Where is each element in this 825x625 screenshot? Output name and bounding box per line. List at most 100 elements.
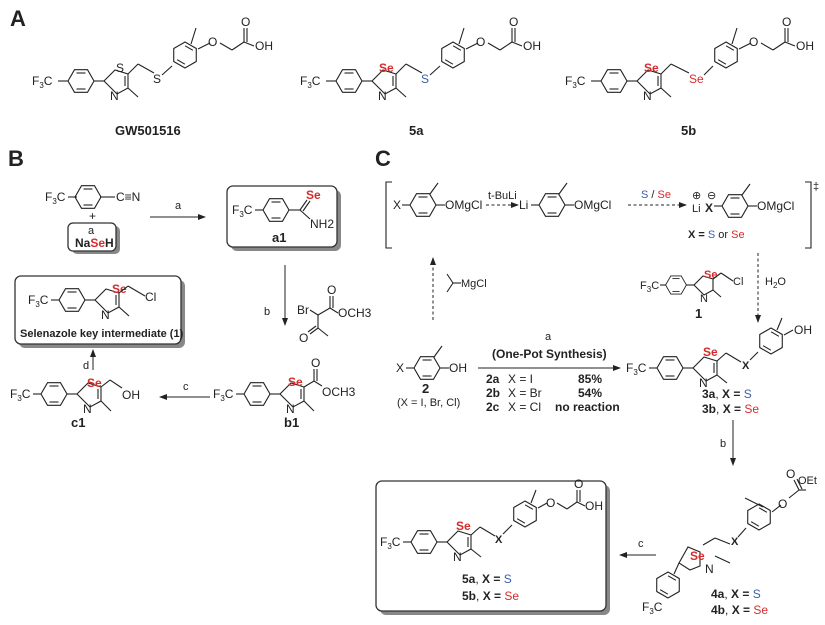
svg-text:b: b (720, 438, 726, 450)
compound-1: F3C Se N Cl 1 (640, 269, 743, 321)
label-4a: 4a, X = S (711, 587, 761, 601)
yield-row: 2b X = Br 54% (486, 386, 602, 400)
isopropyl-grignard: MgCl (446, 273, 487, 293)
svg-text:d: d (83, 360, 89, 372)
label-3b: 3b, X = Se (702, 402, 759, 416)
svg-text:a: a (88, 225, 95, 237)
svg-text:2a: 2a (486, 372, 500, 386)
linker-atom: S (421, 72, 429, 86)
svg-text:C≡N: C≡N (116, 190, 140, 204)
bromoacetoacetate-reagent: Br O OCH3 O (297, 283, 372, 345)
svg-text:54%: 54% (578, 386, 602, 400)
compound-c1: F3C Se N OH c1 (10, 376, 140, 430)
svg-text:MgCl: MgCl (461, 278, 487, 290)
compound-5b: F3C Se N Se O O OH 5b (565, 15, 814, 138)
svg-text:(X = I, Br, Cl): (X = I, Br, Cl) (397, 397, 460, 409)
svg-text:c1: c1 (71, 415, 85, 430)
svg-text:O: O (749, 35, 758, 49)
svg-text:⊖: ⊖ (707, 190, 716, 202)
right-bracket (805, 181, 812, 249)
svg-text:F3C: F3C (640, 280, 659, 294)
svg-text:Se: Se (644, 61, 659, 75)
svg-text:N: N (286, 402, 295, 416)
svg-text:X: X (396, 361, 404, 375)
svg-text:N: N (453, 550, 462, 564)
ring-n: N (110, 89, 119, 103)
svg-text:N: N (700, 293, 708, 305)
svg-text:F3C: F3C (232, 203, 253, 219)
compound-1-intermediate: F3C Se N Cl Selenazole key intermediate … (20, 282, 184, 340)
intermediate-title: Selenazole key intermediate (1) (20, 328, 184, 340)
nasch-reagent-box (67, 222, 117, 252)
svg-text:b: b (264, 306, 270, 318)
svg-text:OH: OH (122, 388, 140, 402)
svg-text:X: X (731, 536, 739, 548)
svg-text:O: O (574, 477, 583, 491)
svg-text:F3C: F3C (300, 74, 321, 90)
compound-a1: F3C Se NH2 a1 (232, 188, 334, 245)
svg-text:t-BuLi: t-BuLi (488, 190, 517, 202)
svg-text:N: N (83, 402, 92, 416)
svg-text:+: + (89, 209, 96, 223)
svg-text:F3C: F3C (626, 361, 647, 377)
svg-text:1: 1 (695, 306, 702, 321)
svg-text:OH: OH (585, 499, 603, 513)
panel-b-label: B (8, 146, 24, 171)
compound-b1: F3C Se N O OCH3 b1 (213, 356, 356, 430)
svg-text:F3C: F3C (28, 293, 49, 309)
linker-atom: S (153, 72, 161, 86)
svg-text:OCH3: OCH3 (338, 306, 372, 320)
compound-5a: F3C Se N S O O OH 5a (300, 15, 541, 138)
svg-text:O: O (299, 331, 308, 345)
yield-row: 2c X = Cl no reaction (486, 400, 620, 414)
compound-4: F3C Se N X O O OEt 4a, X = S 4b, X = Se (642, 467, 817, 617)
nasch-reagent: NaSeH (75, 236, 114, 250)
svg-text:Se: Se (703, 345, 718, 359)
svg-text:F3C: F3C (10, 387, 31, 403)
svg-text:O: O (311, 356, 320, 370)
svg-text:2c: 2c (486, 400, 500, 414)
final-product-box (375, 480, 607, 612)
svg-text:OEt: OEt (798, 475, 817, 487)
nitrile-starting-material: F3C C≡N + (45, 185, 140, 223)
svg-text:F3C: F3C (213, 387, 234, 403)
svg-text:N: N (101, 308, 110, 322)
svg-text:a1: a1 (272, 230, 286, 245)
panel-c-label: C (375, 146, 391, 171)
svg-text:X: X (705, 201, 713, 215)
svg-text:F3C: F3C (45, 190, 66, 206)
cf3-label: F3C (32, 74, 53, 90)
svg-text:⊕: ⊕ (692, 190, 701, 202)
svg-text:X: X (495, 534, 503, 546)
svg-text:O: O (786, 467, 795, 481)
svg-text:X = Br: X = Br (508, 386, 542, 400)
one-pot-label: (One-Pot Synthesis) (492, 347, 607, 361)
svg-text:Li: Li (692, 203, 701, 215)
svg-text:Se: Se (456, 519, 471, 533)
svg-text:H2O: H2O (765, 276, 786, 290)
svg-text:Cl: Cl (145, 290, 156, 304)
svg-text:Se: Se (704, 269, 717, 281)
svg-text:OMgCl: OMgCl (445, 198, 482, 212)
label-5a: 5a, X = S (462, 572, 512, 586)
svg-text:c: c (638, 538, 644, 550)
svg-text:no reaction: no reaction (555, 400, 620, 414)
svg-text:X = Cl: X = Cl (508, 400, 541, 414)
svg-text:O: O (208, 35, 217, 49)
left-bracket (385, 181, 392, 249)
bracket-species-3: ⊕ ⊖ Li X OMgCl X = S or Se (688, 183, 794, 241)
svg-text:OCH3: OCH3 (322, 385, 356, 399)
svg-text:F3C: F3C (380, 535, 401, 551)
svg-text:O: O (476, 35, 485, 49)
svg-text:F3C: F3C (565, 74, 586, 90)
svg-text:N: N (643, 89, 652, 103)
svg-text:b1: b1 (284, 415, 299, 430)
compound-gw501516: F3C S N S O O OH GW501516 (32, 15, 273, 138)
compound-label: GW501516 (115, 123, 181, 138)
compound-label: 5a (409, 123, 424, 138)
svg-text:c: c (183, 381, 189, 393)
svg-text:OMgCl: OMgCl (574, 198, 611, 212)
x-definition: X = S or Se (688, 229, 745, 241)
svg-text:Se: Se (112, 282, 127, 296)
svg-text:N: N (705, 562, 714, 576)
